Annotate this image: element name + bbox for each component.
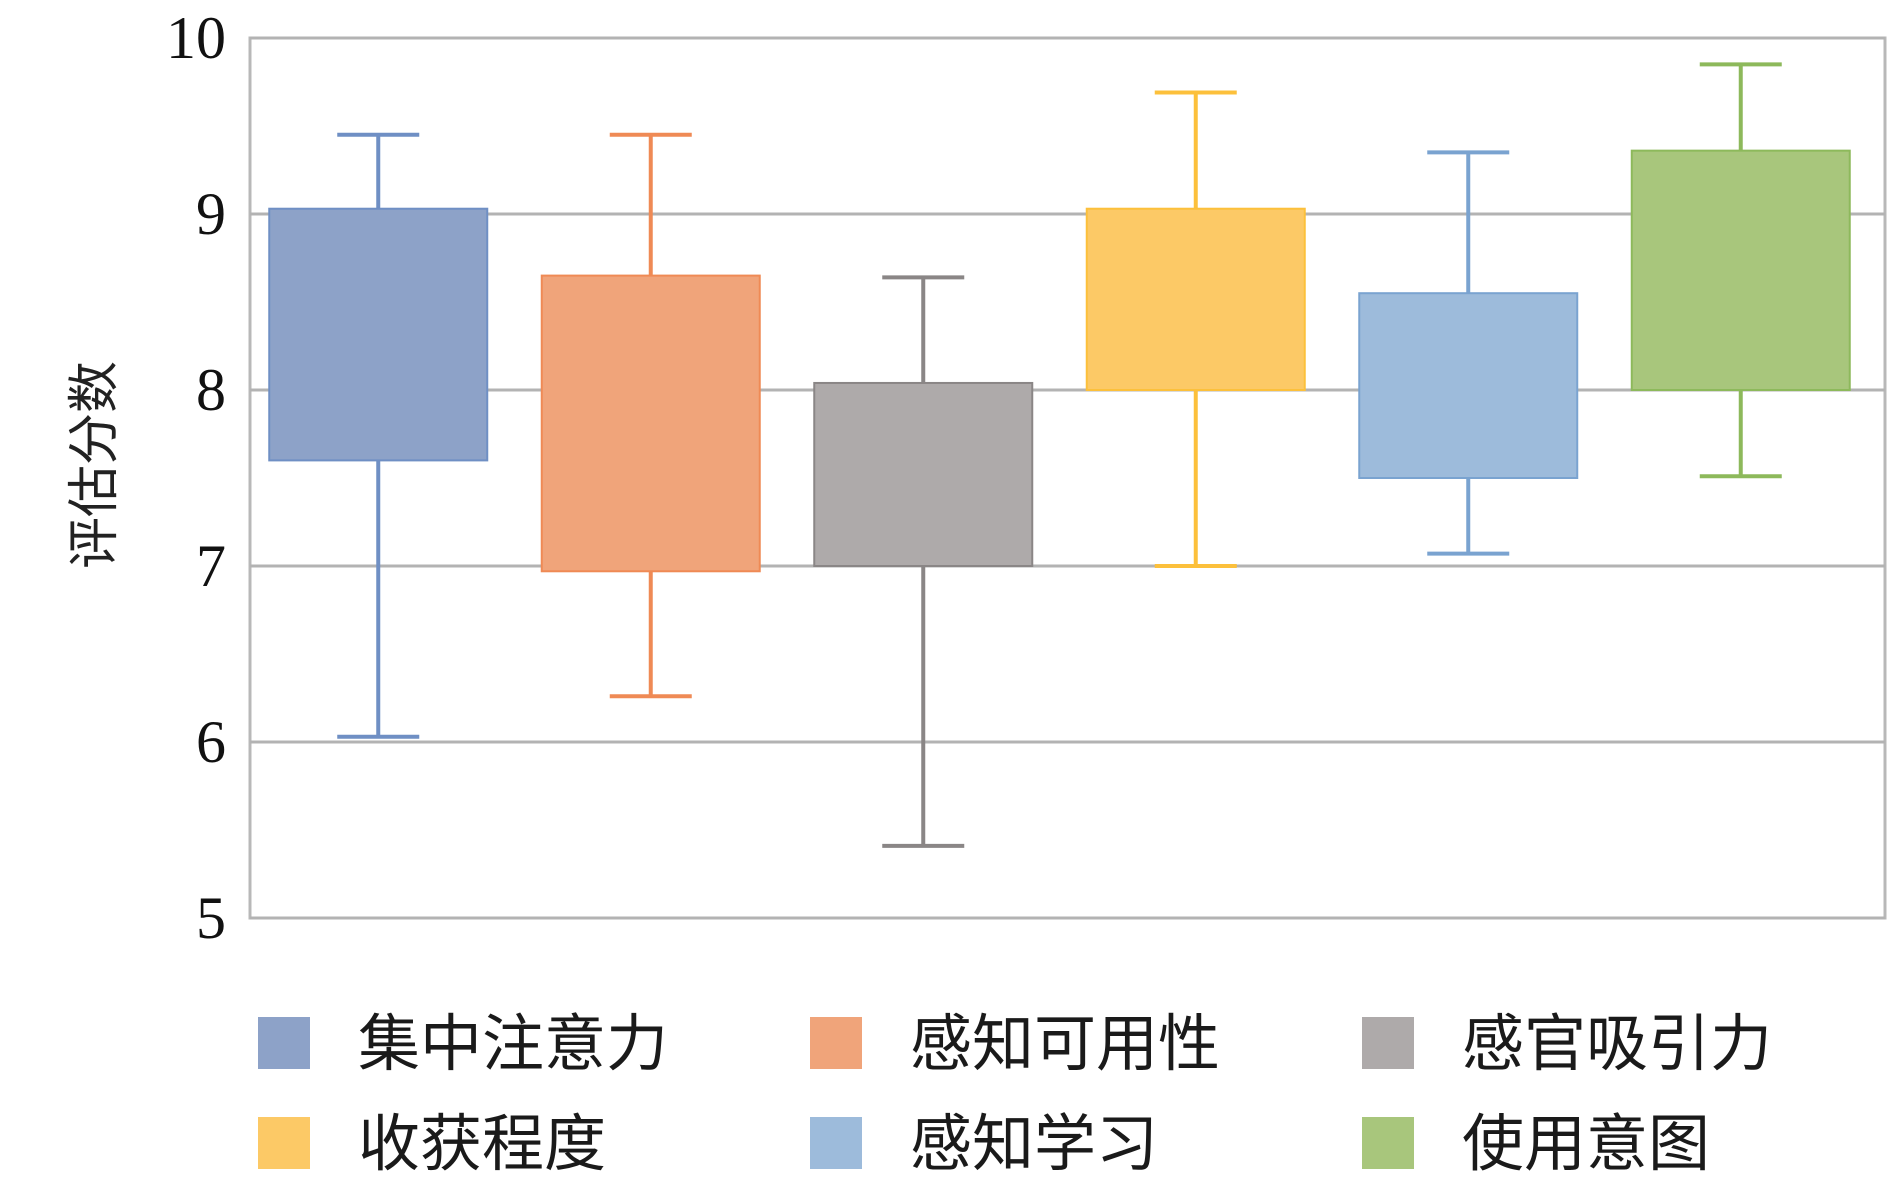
y-tick-label: 9 <box>196 181 226 247</box>
box-5 <box>1358 150 1579 556</box>
box-body <box>268 207 489 462</box>
box-body <box>813 381 1034 567</box>
y-tick-label: 5 <box>196 885 226 951</box>
legend-swatch <box>1362 1117 1414 1169</box>
legend-item: 感知学习 <box>810 1107 1158 1180</box>
gridlines <box>248 36 1887 920</box>
legend-label: 集中注意力 <box>358 1007 668 1080</box>
box-2 <box>540 132 761 699</box>
legend-item: 收获程度 <box>258 1107 606 1180</box>
legend-swatch <box>258 1017 310 1069</box>
legend-label: 感知可用性 <box>910 1007 1220 1080</box>
legend-item: 使用意图 <box>1362 1107 1710 1180</box>
legend-swatch <box>258 1117 310 1169</box>
box-body <box>540 274 761 573</box>
legend-swatch <box>810 1117 862 1169</box>
legend-swatch <box>810 1017 862 1069</box>
box-body <box>1358 292 1579 480</box>
legend-item: 感官吸引力 <box>1362 1007 1772 1080</box>
legend-label: 感官吸引力 <box>1462 1007 1772 1080</box>
y-tick-label: 8 <box>196 357 226 423</box>
legend-label: 使用意图 <box>1462 1107 1710 1180</box>
legend-label: 收获程度 <box>358 1107 606 1180</box>
box-body <box>1085 207 1306 391</box>
box-6 <box>1630 62 1851 479</box>
legend-swatch <box>1362 1017 1414 1069</box>
legend-item: 感知可用性 <box>810 1007 1220 1080</box>
y-tick-label: 6 <box>196 709 226 775</box>
box-1 <box>268 132 489 739</box>
legend-item: 集中注意力 <box>258 1007 668 1080</box>
boxes <box>268 62 1851 848</box>
legend-label: 感知学习 <box>910 1107 1158 1180</box>
box-4 <box>1085 90 1306 568</box>
y-tick-label: 7 <box>196 533 226 599</box>
y-tick-labels: 5 6 7 8 9 10 <box>166 5 226 951</box>
box-body <box>1630 149 1851 391</box>
y-tick-label: 10 <box>166 5 226 71</box>
y-axis-label: 评估分数 <box>65 361 125 569</box>
box-3 <box>813 275 1034 848</box>
